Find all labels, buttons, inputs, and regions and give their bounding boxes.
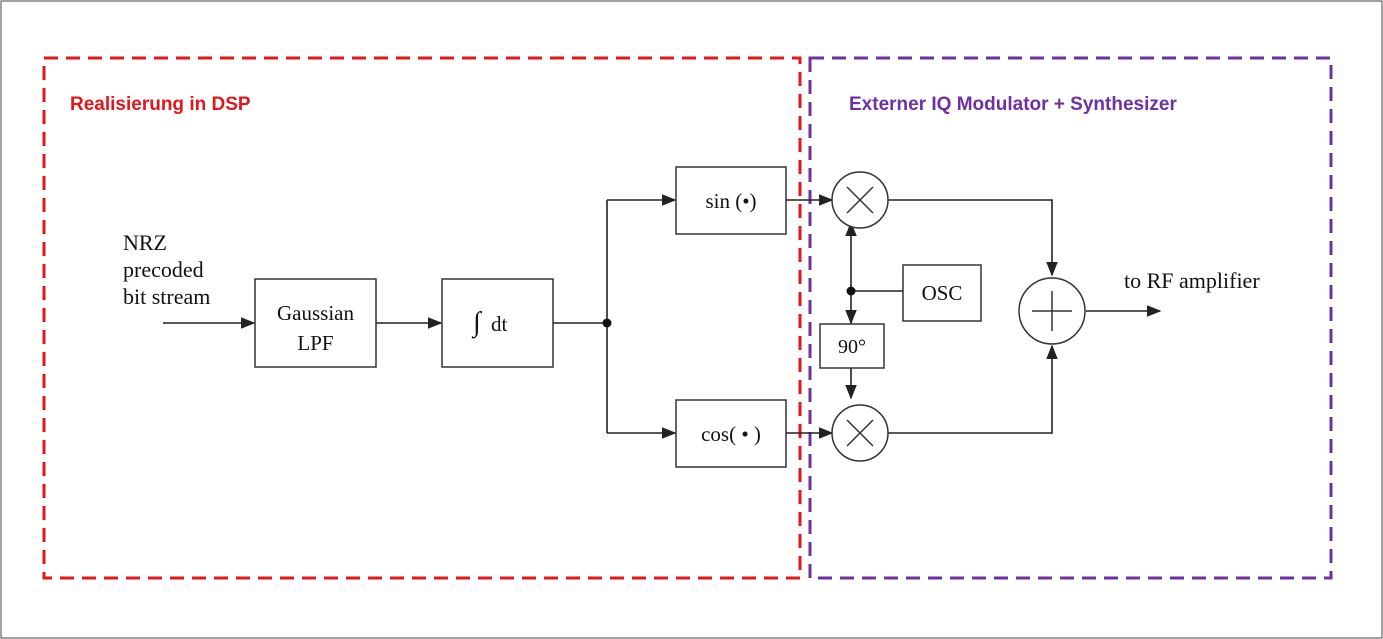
gaussian-lpf-label-line1: Gaussian xyxy=(277,301,354,325)
output-label: to RF amplifier xyxy=(1124,268,1260,293)
sin-block: sin (•) xyxy=(675,166,787,235)
phase-shift-label: 90° xyxy=(838,336,866,358)
osc-junction-dot xyxy=(846,286,856,296)
dsp-region-border xyxy=(42,56,802,580)
dsp-region-label: Realisierung in DSP xyxy=(70,94,251,115)
modulator-region-label: Externer IQ Modulator + Synthesizer xyxy=(849,94,1177,115)
osc-block: OSC xyxy=(902,264,982,322)
modulator-region-border xyxy=(808,56,1333,580)
input-label-line2: precoded xyxy=(123,257,204,282)
gaussian-lpf-block: Gaussian LPF xyxy=(254,278,377,368)
gaussian-lpf-label-line2: LPF xyxy=(297,331,333,355)
sin-label: sin (•) xyxy=(705,189,756,213)
plus-circle-icon xyxy=(1018,277,1086,345)
integrator-block: ∫ dt xyxy=(441,278,554,368)
multiply-circle-icon xyxy=(831,171,889,229)
upper-mixer-to-adder-arrow xyxy=(888,199,1058,277)
input-label-line1: NRZ xyxy=(123,230,167,255)
split-junction-dot xyxy=(602,318,612,328)
phase-shift-block: 90° xyxy=(819,323,885,369)
cos-block: cos( • ) xyxy=(675,399,787,468)
integrator-label: dt xyxy=(491,312,508,336)
integral-symbol: ∫ xyxy=(471,307,483,339)
multiply-circle-icon xyxy=(831,404,889,462)
cos-label: cos( • ) xyxy=(701,422,761,446)
input-label-line3: bit stream xyxy=(123,284,210,309)
lower-mixer-to-adder-arrow xyxy=(888,344,1058,434)
osc-label: OSC xyxy=(922,281,963,305)
